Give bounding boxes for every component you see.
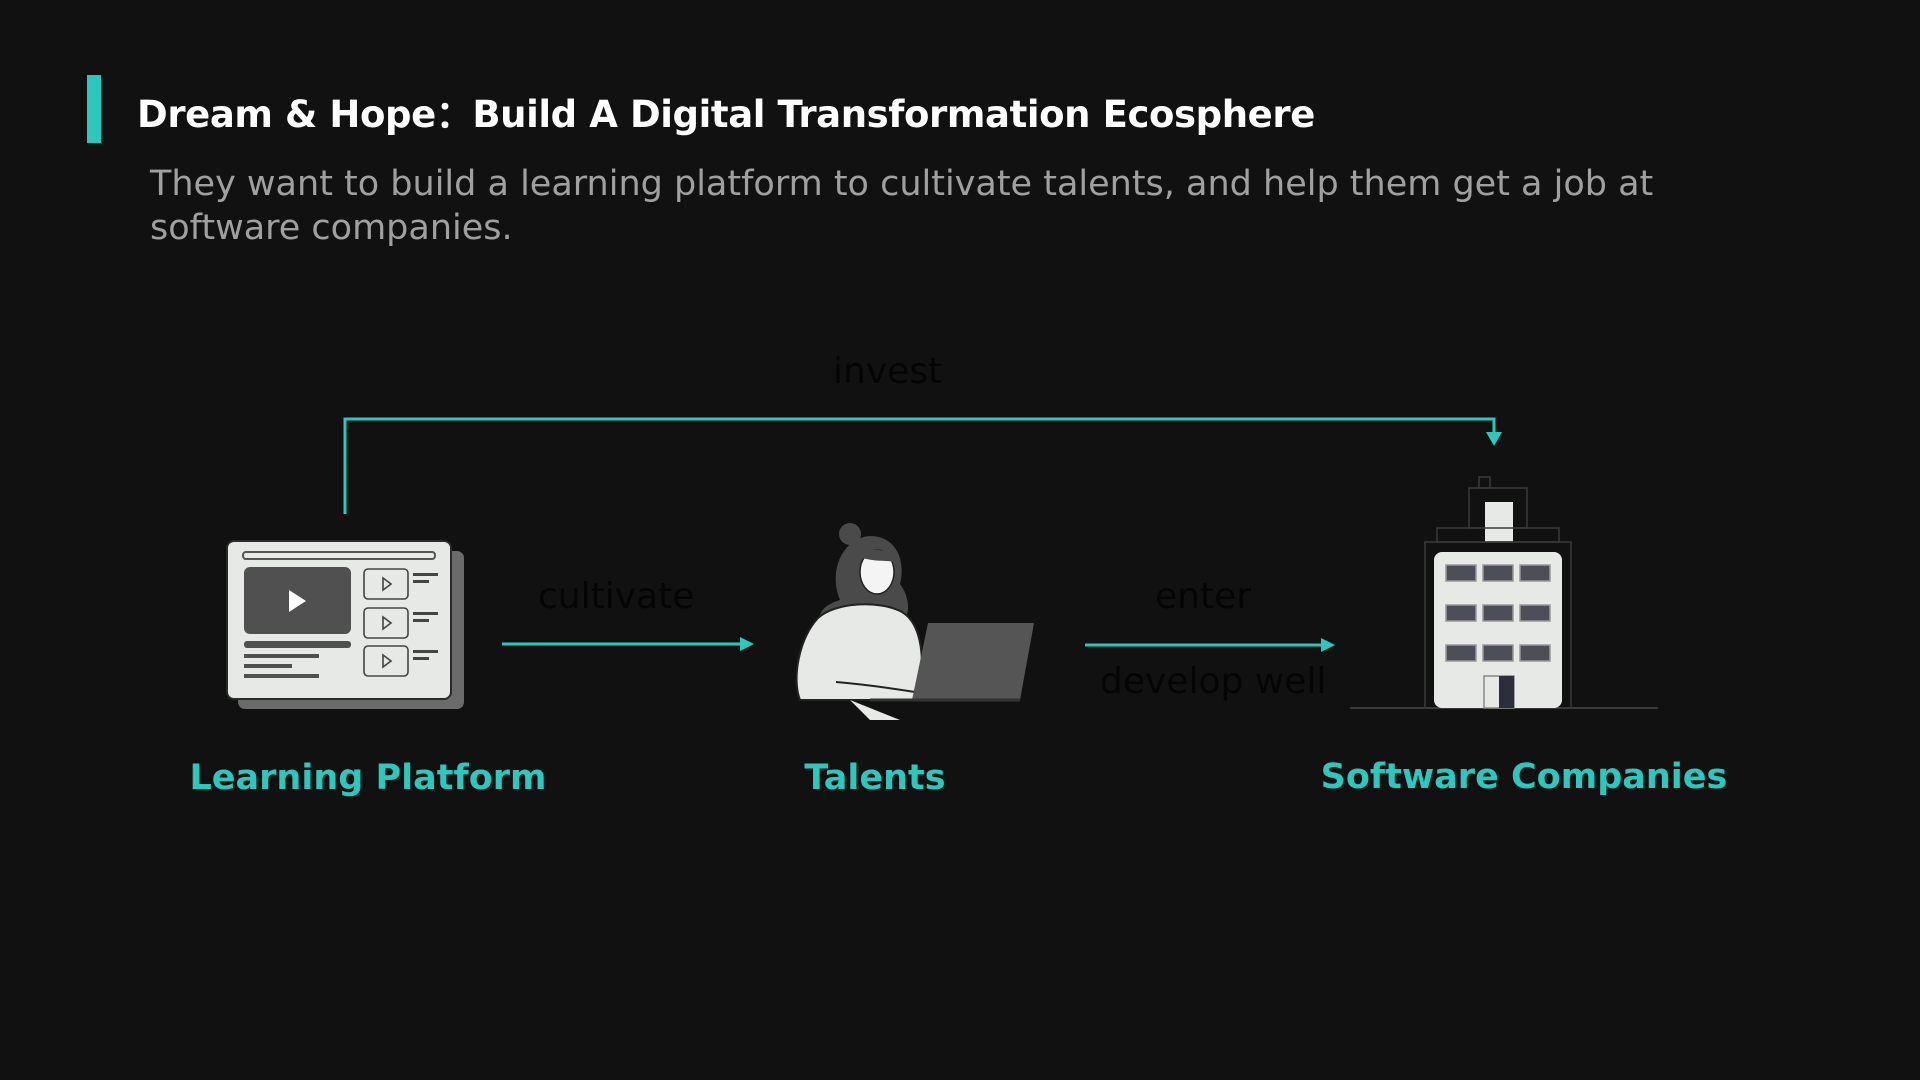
node-label-learning-platform: Learning Platform bbox=[189, 758, 547, 798]
edge-label-enter: enter bbox=[1155, 576, 1252, 617]
edge-invest bbox=[343, 417, 1502, 514]
arrowhead-icon bbox=[740, 637, 754, 651]
arrowhead-icon bbox=[1321, 638, 1335, 652]
page-title: Dream & Hope：Build A Digital Transformat… bbox=[137, 93, 1315, 136]
video-course-icon bbox=[226, 540, 464, 709]
node-label-software-companies: Software Companies bbox=[1320, 757, 1728, 797]
edge-enter bbox=[1085, 638, 1335, 652]
node-label-talents: Talents bbox=[804, 758, 946, 798]
office-building-icon bbox=[1350, 476, 1658, 709]
edge-label-cultivate: cultivate bbox=[538, 576, 695, 617]
title-accent-bar bbox=[87, 75, 101, 143]
edge-cultivate bbox=[502, 637, 754, 651]
page-subtitle: They want to build a learning platform t… bbox=[150, 164, 1654, 248]
edge-sublabel-develop-well: develop well bbox=[1100, 661, 1327, 702]
arrowhead-icon bbox=[1486, 432, 1502, 446]
person-with-laptop-icon bbox=[795, 523, 1034, 720]
edge-label-invest: invest bbox=[833, 351, 943, 392]
